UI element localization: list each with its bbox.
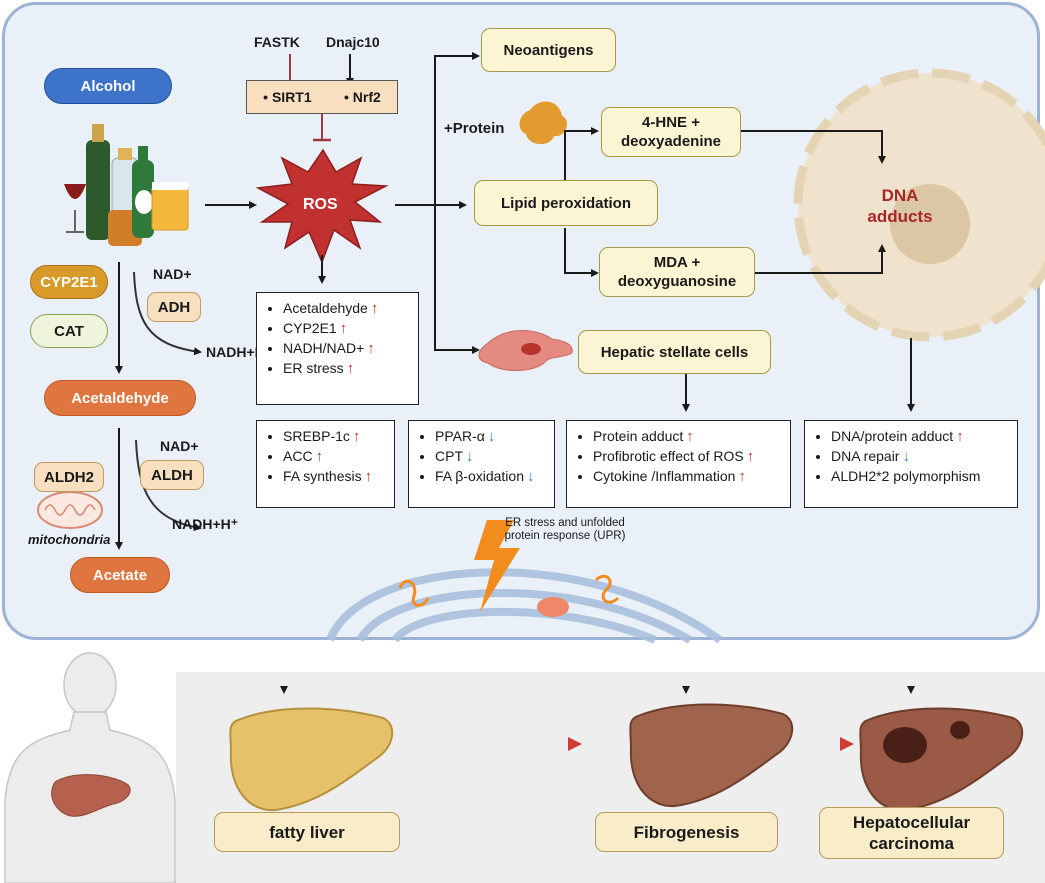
dna-adducts-label: DNA adducts: [867, 186, 933, 226]
fatty-liver-illustration: [229, 707, 393, 812]
alcohol-bottles-illustration: [64, 124, 189, 246]
nucleolus: [890, 184, 970, 264]
small-liver-icon: [51, 774, 131, 817]
up-arrow-icon: ↑: [352, 428, 361, 445]
up-arrow-icon: ↑: [346, 360, 355, 377]
down-arrow-icon: ↓: [527, 468, 535, 485]
list-item: DNA repair↓: [831, 447, 1011, 466]
ppar-box: PPAR-α↓ CPT↓ FA β-oxidation↓: [408, 420, 555, 508]
ros-label: ROS: [303, 196, 338, 213]
down-arrow-icon: ↓: [466, 448, 474, 465]
protein-squiggle-icon: [398, 579, 430, 607]
list-item: NADH/NAD+↑: [283, 339, 412, 358]
unfolded-protein-blob: [537, 597, 569, 617]
protein-label: +Protein: [444, 120, 505, 137]
list-item: Profibrotic effect of ROS↑: [593, 447, 784, 466]
nrf2-label: • Nrf2: [344, 89, 381, 105]
hcc-liver-illustration: [859, 707, 1023, 812]
er-membrane-illustration: [326, 568, 723, 644]
list-item: Acetaldehyde↑: [283, 299, 412, 318]
up-arrow-icon: ↑: [738, 468, 746, 485]
sirt1-nrf2-box: • SIRT1 • Nrf2: [246, 80, 398, 114]
up-arrow-icon: ↑: [956, 428, 964, 445]
list-item: ACC↑: [283, 447, 388, 466]
dna-effects-box: DNA/protein adduct↑ DNA repair↓ ALDH2*2 …: [804, 420, 1018, 508]
sirt1-label: • SIRT1: [263, 89, 312, 105]
list-item: Cytokine /Inflammation↑: [593, 467, 784, 486]
aldh-enzyme: ALDH: [140, 460, 204, 490]
lipid-peroxidation-box: Lipid peroxidation: [474, 180, 658, 226]
nad-label-2: NAD+: [160, 438, 199, 454]
alcohol-label: Alcohol: [44, 68, 172, 104]
list-item: ALDH2*2 polymorphism: [831, 467, 1011, 485]
protein-squiggle-icon-2: [594, 574, 620, 604]
dnajc10-label: Dnajc10: [326, 34, 380, 50]
up-arrow-icon: ↑: [315, 448, 324, 465]
ros-effects-box: Acetaldehyde↑ CYP2E1↑ NADH/NAD+↑ ER stre…: [256, 292, 419, 405]
hne-deoxyadenine-box: 4-HNE + deoxyadenine: [601, 107, 741, 157]
list-item: FA synthesis↑: [283, 467, 388, 486]
list-item: FA β-oxidation↓: [435, 467, 548, 486]
list-item: SREBP-1c↑: [283, 427, 388, 446]
up-arrow-icon: ↑: [370, 300, 379, 317]
mitochondria-icon: [37, 491, 103, 529]
down-arrow-icon: ↓: [902, 448, 910, 465]
list-item: DNA/protein adduct↑: [831, 427, 1011, 446]
nad-label-1: NAD+: [153, 266, 192, 282]
up-arrow-icon: ↑: [686, 428, 694, 445]
lipid-droplet-icon: [519, 101, 568, 145]
nadh-label-2: NADH+H⁺: [172, 516, 239, 532]
cat-enzyme: CAT: [30, 314, 108, 348]
lightning-icon: [474, 520, 520, 612]
hepatic-stellate-cells-box: Hepatic stellate cells: [578, 330, 771, 374]
adh-enzyme: ADH: [147, 292, 201, 322]
srebp-box: SREBP-1c↑ ACC↑ FA synthesis↑: [256, 420, 395, 508]
mitochondria-label: mitochondria: [28, 532, 111, 547]
list-item: CYP2E1↑: [283, 319, 412, 338]
list-item: CPT↓: [435, 447, 548, 466]
up-arrow-icon: ↑: [364, 468, 373, 485]
list-item: ER stress↑: [283, 359, 412, 378]
acetaldehyde-label: Acetaldehyde: [44, 380, 196, 416]
fibrotic-liver-illustration: [629, 703, 793, 808]
neoantigens-box: Neoantigens: [481, 28, 616, 72]
list-item: Protein adduct↑: [593, 427, 784, 446]
acetate-label: Acetate: [70, 557, 170, 593]
aldh2-enzyme: ALDH2: [34, 462, 104, 492]
up-arrow-icon: ↑: [367, 340, 375, 357]
mda-deoxyguanosine-box: MDA + deoxyguanosine: [599, 247, 755, 297]
down-arrow-icon: ↓: [487, 428, 496, 445]
fastk-label: FASTK: [254, 34, 300, 50]
fatty-liver-label: fatty liver: [214, 812, 400, 852]
up-arrow-icon: ↑: [746, 448, 755, 465]
up-arrow-icon: ↑: [339, 320, 348, 337]
human-body-illustration: [4, 652, 176, 883]
er-stress-note: ER stress and unfolded protein response …: [504, 517, 626, 542]
hcc-label: Hepatocellular carcinoma: [819, 807, 1004, 859]
fibrogenesis-label: Fibrogenesis: [595, 812, 778, 852]
nadh-label-1: NADH+H⁺: [206, 344, 273, 360]
cyp2e1-enzyme: CYP2E1: [30, 265, 108, 299]
list-item: PPAR-α↓: [435, 427, 548, 446]
protein-adduct-box: Protein adduct↑ Profibrotic effect of RO…: [566, 420, 791, 508]
